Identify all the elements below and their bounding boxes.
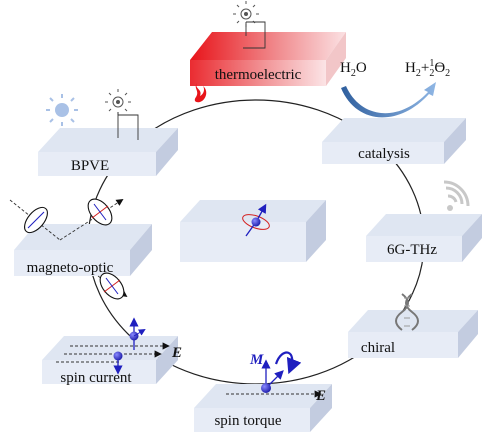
heat-flame-icon	[194, 83, 207, 103]
bpve-label: BPVE	[71, 158, 109, 174]
spin-torque-panel: spin torque	[194, 384, 332, 432]
thermoelectric-label: thermoelectric	[215, 67, 302, 83]
spin-current-field-label: E	[171, 345, 182, 361]
magneto-optic-panel: magneto-optic	[14, 224, 152, 276]
spin-current-panel: spin current	[42, 336, 178, 386]
spin-torque-illustration	[226, 351, 322, 398]
reaction-arrow	[341, 82, 436, 118]
sun-icon	[233, 1, 266, 49]
spin-precession-icon	[242, 203, 270, 237]
spin-torque-moment-label: M	[249, 352, 264, 368]
spin-torque-field-label: E	[315, 388, 326, 404]
spin-current-label: spin current	[60, 370, 132, 386]
chiral-panel: chiral	[348, 310, 478, 358]
transmitted-polarization-icon	[97, 272, 128, 300]
reactant-label: H2O	[340, 60, 367, 79]
incident-polarization-icon	[9, 199, 61, 241]
terahertz-panel: 6G-THz	[366, 214, 482, 262]
sun-icon-solid	[46, 94, 78, 126]
catalysis-panel: catalysis	[322, 118, 466, 164]
reflected-polarization-icon	[59, 198, 124, 241]
terahertz-label: 6G-THz	[387, 242, 437, 258]
center-panel	[180, 200, 326, 262]
spin-current-illustration	[56, 317, 170, 375]
dna-icon	[395, 293, 419, 331]
wireless-signal-icon	[443, 180, 470, 211]
catalysis-label: catalysis	[358, 146, 410, 162]
thermoelectric-panel: thermoelectric	[190, 32, 346, 86]
magneto-optic-label: magneto-optic	[27, 260, 114, 276]
bpve-panel: BPVE	[38, 128, 178, 176]
chiral-label: chiral	[361, 340, 395, 356]
spin-torque-label: spin torque	[214, 413, 281, 429]
sun-icon-outline	[105, 89, 139, 140]
